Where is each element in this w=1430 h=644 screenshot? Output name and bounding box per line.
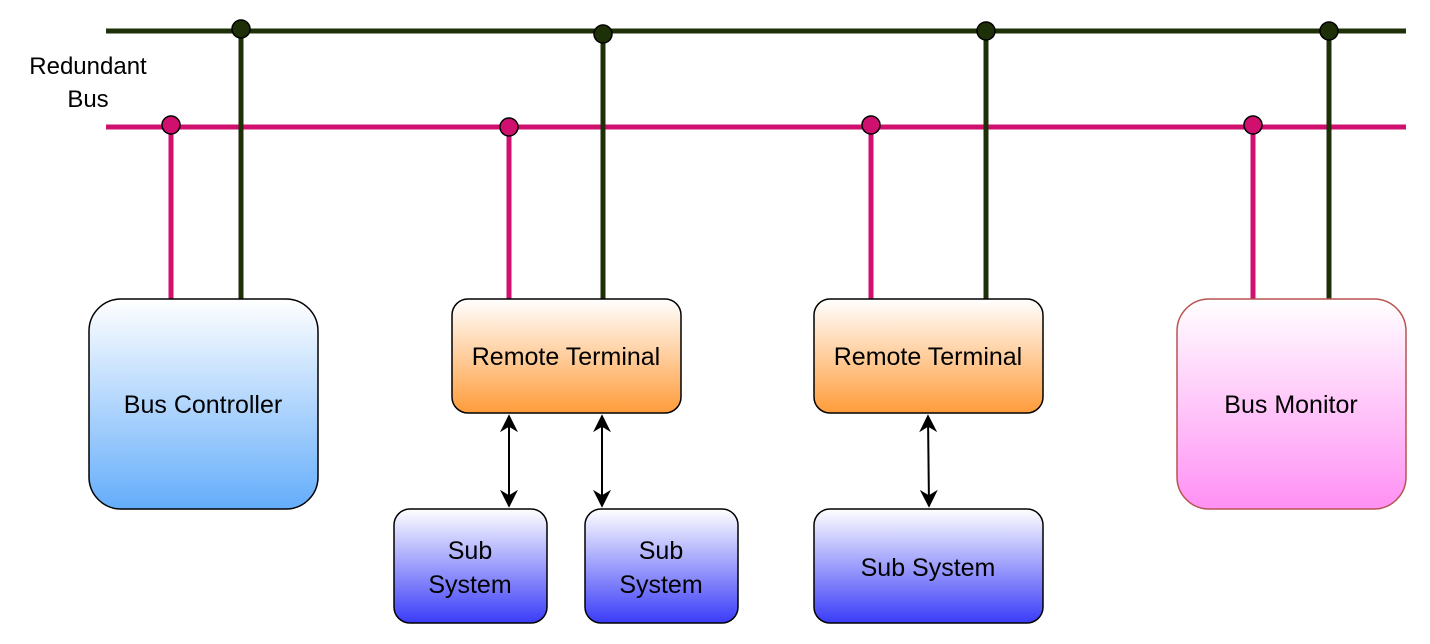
subsystem-1-box <box>393 508 548 624</box>
bus-monitor-node: Bus Monitor <box>1176 298 1407 510</box>
subsystem-2-box <box>584 508 739 624</box>
bus-b-junction-bus-monitor <box>1243 115 1263 135</box>
bus-b-junction-bus-controller <box>161 115 181 135</box>
subsystem-1-label-line2: System <box>428 571 511 599</box>
bus-a-junction-bus-controller <box>231 19 251 39</box>
subsystem-2-node: Sub System <box>584 508 739 624</box>
bus-controller-label: Bus Controller <box>124 391 282 419</box>
bus-label-line1: Redundant <box>29 53 147 80</box>
subsystem-1-node: Sub System <box>393 508 548 624</box>
remote-terminal-1-node: Remote Terminal <box>451 298 682 414</box>
bus-a-junction-remote-terminal-1 <box>593 24 613 44</box>
bus-b-junction-remote-terminal-2 <box>861 115 881 135</box>
bus-a-junction-remote-terminal-2 <box>976 21 996 41</box>
remote-terminal-2-box <box>813 298 1044 414</box>
bus-a-junction-bus-monitor <box>1319 21 1339 41</box>
remote-terminal-1-label: Remote Terminal <box>472 343 661 371</box>
arrow-rt2-subsystem-3 <box>919 414 938 508</box>
remote-terminal-2-node: Remote Terminal <box>813 298 1044 414</box>
subsystem-3-label: Sub System <box>861 554 996 582</box>
remote-terminal-2-label: Remote Terminal <box>834 343 1023 371</box>
subsystem-2-label-line1: Sub <box>639 537 683 565</box>
bus-label-line2: Bus <box>67 86 108 113</box>
subsystem-1-label-line1: Sub <box>448 537 492 565</box>
subsystem-3-box <box>813 508 1044 624</box>
bus-monitor-box <box>1176 298 1407 510</box>
subsystem-3-node: Sub System <box>813 508 1044 624</box>
subsystem-2-label-line2: System <box>619 571 702 599</box>
bus-monitor-label: Bus Monitor <box>1224 391 1357 419</box>
remote-terminal-1-box <box>451 298 682 414</box>
bus-controller-box <box>88 298 319 510</box>
bus-b-junction-remote-terminal-1 <box>499 117 519 137</box>
bus-controller-node: Bus Controller <box>88 298 319 510</box>
